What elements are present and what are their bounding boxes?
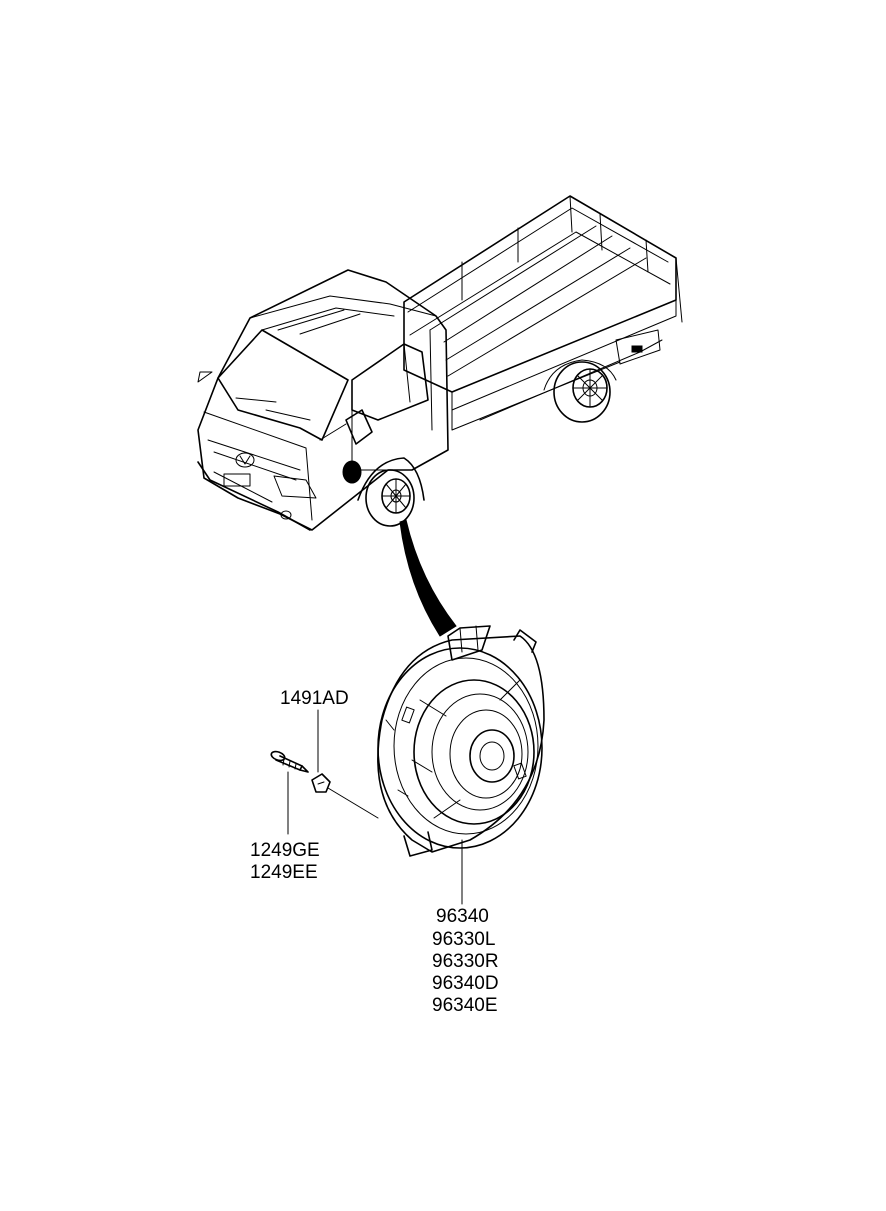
speaker-part-number-3: 96330R <box>432 951 499 972</box>
screw-part-number-1: 1249GE <box>250 840 320 861</box>
screw-part-number-2: 1249EE <box>250 862 318 883</box>
speaker-part-number-4: 96340D <box>432 973 499 994</box>
cab <box>197 269 449 531</box>
speaker-part-number-2: 96330L <box>432 929 495 950</box>
clip-part-number: 1491AD <box>280 688 349 709</box>
speaker-location-marker <box>342 460 362 484</box>
front-wheel <box>357 457 425 527</box>
truck-illustration <box>197 195 683 531</box>
cargo-bed <box>403 195 683 431</box>
clip-nut <box>311 773 331 793</box>
speaker-part-number-5: 96340E <box>432 995 498 1016</box>
speaker-part-number-1: 96340 <box>436 906 489 927</box>
fastener-leader <box>327 787 379 819</box>
rear-wheel <box>543 359 617 423</box>
location-pointer-arrow <box>399 519 457 637</box>
tapping-screw <box>270 750 309 773</box>
speaker-assembly <box>377 625 545 857</box>
